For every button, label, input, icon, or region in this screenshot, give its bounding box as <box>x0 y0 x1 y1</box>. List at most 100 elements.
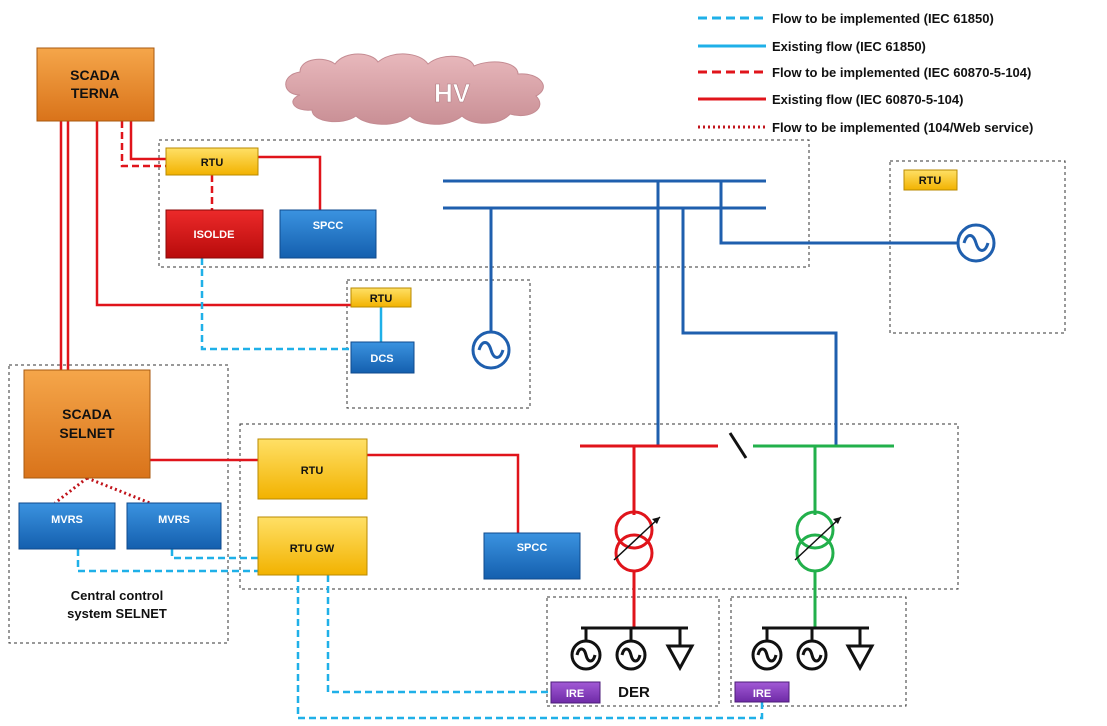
rtu-right-box[interactable]: RTU <box>903 169 958 191</box>
generator-mid-wave <box>477 341 505 359</box>
spcc-top-box[interactable]: SPCC <box>279 209 377 259</box>
scada-selnet-line2: SELNET <box>59 425 115 441</box>
mvrs-2-rect[interactable] <box>126 502 222 550</box>
mvrs-2-label: MVRS <box>158 514 190 526</box>
central-control-line1: Central control <box>71 588 163 603</box>
dcs-label: DCS <box>370 353 393 365</box>
legend-label-1: Flow to be implemented (IEC 61850) <box>772 11 994 26</box>
container-der-2 <box>730 596 907 707</box>
container-right-generator <box>889 160 1066 334</box>
der-group-2 <box>751 626 875 672</box>
link-terna-rtu-top-solid <box>129 121 166 161</box>
load-triangle-icon <box>845 644 875 672</box>
dcs-box[interactable]: DCS <box>350 341 415 374</box>
der-generator-icon <box>570 639 602 671</box>
spcc-top-rect[interactable] <box>279 209 377 259</box>
spcc-bottom-label: SPCC <box>517 542 548 554</box>
link-terna-rtu-top-dashed <box>120 121 166 168</box>
ire-2-label: IRE <box>753 688 771 700</box>
rtu-gw-label: RTU GW <box>290 543 335 555</box>
der-generator-icon <box>615 639 647 671</box>
rtu-bottom-label: RTU <box>301 465 324 477</box>
mvrs-1-label: MVRS <box>51 514 83 526</box>
hv-network <box>443 179 958 446</box>
der-generator-icon <box>751 639 783 671</box>
red-dashed-links <box>120 121 214 210</box>
feeder-to-bus-green <box>681 208 838 446</box>
scada-terna-line2: TERNA <box>71 85 119 101</box>
rtu-bottom-rect[interactable] <box>257 438 368 500</box>
dcs-rect[interactable] <box>350 341 415 374</box>
link-selnet-mvrs1-dotted <box>54 476 88 505</box>
link-rtu-spcc-top <box>258 155 322 210</box>
mvrs-1-rect[interactable] <box>18 502 116 550</box>
der-group-1 <box>570 626 695 672</box>
load-triangle-icon <box>665 644 695 672</box>
hv-cloud: HV <box>285 53 544 125</box>
link-terna-rtu-mid <box>95 121 351 307</box>
rtu-bottom-box[interactable]: RTU <box>257 438 368 500</box>
ire-1-label: IRE <box>566 688 584 700</box>
red-links <box>59 121 520 533</box>
transformer-green-tap-arrow <box>794 516 842 561</box>
link-rtugw-ire2 <box>296 575 764 720</box>
isolde-label: ISOLDE <box>194 229 235 241</box>
ire-2-box[interactable]: IRE <box>734 681 790 703</box>
feeder-to-gen-right <box>719 181 958 245</box>
der-label: DER <box>618 684 650 701</box>
scada-selnet-rect[interactable] <box>23 369 151 479</box>
container-middle <box>346 279 531 409</box>
rtu-right-rect[interactable] <box>903 169 958 191</box>
scada-terna-box[interactable]: SCADA TERNA <box>36 47 155 122</box>
arrowhead-icon <box>652 517 660 524</box>
legend-label-4: Existing flow (IEC 60870-5-104) <box>772 92 963 107</box>
blue-generators <box>471 223 996 370</box>
generator-right-wave <box>962 234 990 252</box>
scada-terna-line1: SCADA <box>70 67 120 83</box>
ire-2-rect[interactable] <box>734 681 790 703</box>
rtu-mid-rect[interactable] <box>350 287 412 308</box>
red-dotted-links <box>54 476 151 505</box>
mvrs-2-box[interactable]: MVRS <box>126 502 222 550</box>
transformer-green-icon <box>795 510 835 550</box>
arrowhead-icon <box>833 517 841 524</box>
scada-terna-rect[interactable] <box>36 47 155 122</box>
ire-1-rect[interactable] <box>550 681 601 704</box>
legend-label-2: Existing flow (IEC 61850) <box>772 39 926 54</box>
rtu-mid-label: RTU <box>370 293 393 305</box>
legend-label-5: Flow to be implemented (104/Web service) <box>772 120 1033 135</box>
central-control-line2: system SELNET <box>67 606 167 621</box>
cloud-shape <box>285 53 544 125</box>
container-bottom-substation <box>239 423 959 590</box>
rtu-right-label: RTU <box>919 175 942 187</box>
isolde-rect[interactable] <box>165 209 264 259</box>
rtu-top-box[interactable]: RTU <box>165 147 259 176</box>
link-mvrs1-rtugw <box>76 549 258 573</box>
link-isolde-dcs <box>200 258 351 351</box>
der-generator-icon <box>796 639 828 671</box>
container-top-substation <box>158 139 810 268</box>
spcc-bottom-box[interactable]: SPCC <box>483 532 581 580</box>
rtu-gw-rect[interactable] <box>257 516 368 576</box>
spcc-top-label: SPCC <box>313 220 344 232</box>
link-mvrs2-rtugw <box>170 549 258 560</box>
mvrs-1-box[interactable]: MVRS <box>18 502 116 550</box>
link-selnet-mvrs2-dotted <box>86 476 151 505</box>
rtu-top-rect[interactable] <box>165 147 259 176</box>
isolde-box[interactable]: ISOLDE <box>165 209 264 259</box>
transformer-red-icon <box>614 510 654 550</box>
rtu-top-label: RTU <box>201 157 224 169</box>
sine-wave-icon <box>620 647 642 663</box>
mv-network <box>580 432 894 628</box>
rtu-gw-box[interactable]: RTU GW <box>257 516 368 576</box>
cyan-dashed-links <box>76 258 764 720</box>
rtu-mid-box[interactable]: RTU <box>350 287 412 308</box>
scada-selnet-box[interactable]: SCADA SELNET <box>23 369 151 479</box>
legend: Flow to be implemented (IEC 61850) Exist… <box>698 11 1033 135</box>
spcc-bottom-rect[interactable] <box>483 532 581 580</box>
ire-1-box[interactable]: IRE <box>550 681 601 704</box>
hv-label: HV <box>434 78 471 108</box>
sine-wave-icon <box>575 647 597 663</box>
transformer-red-tap-arrow <box>613 516 661 561</box>
